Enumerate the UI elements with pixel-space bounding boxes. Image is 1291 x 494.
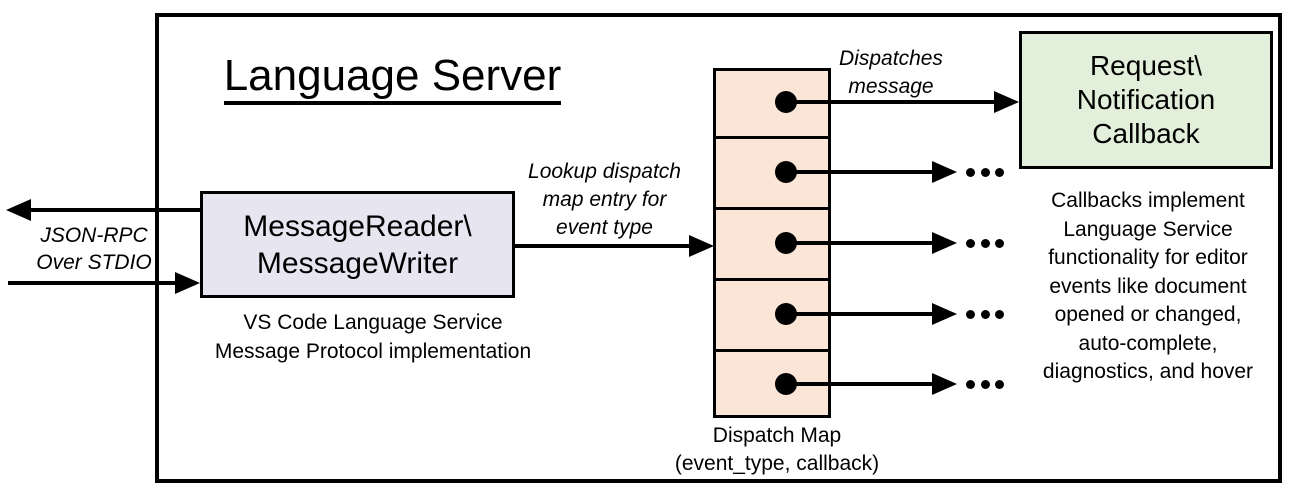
callbacks-note-line: events like document [1049, 274, 1247, 298]
message-reader-writer-box: MessageReader\ MessageWriter [200, 191, 515, 298]
lookup-arrowhead-icon [689, 235, 714, 257]
callbacks-note-line: Callbacks implement [1051, 189, 1245, 212]
stdio-in-arrowhead-icon [175, 272, 200, 294]
ellipsis-icon [966, 380, 1004, 389]
lookup-label: Lookup dispatch map entry for event type [512, 158, 697, 242]
dispatch-arrow-line-3 [786, 241, 935, 245]
dispatches-label-line2: message [848, 75, 934, 98]
ellipsis-icon [966, 168, 1004, 177]
callbacks-note: Callbacks implement Language Service fun… [1022, 187, 1274, 387]
language-server-boundary-box [155, 13, 1282, 483]
callbacks-note-line: auto-complete, [1078, 331, 1218, 355]
lookup-label-line2: map entry for [542, 188, 667, 211]
message-box-line2: MessageWriter [256, 246, 459, 280]
ellipsis-icon [966, 310, 1004, 319]
stdio-out-arrow-line [28, 208, 200, 212]
dispatch-arrowhead-icon-4 [932, 303, 957, 325]
ellipsis-icon [966, 239, 1004, 248]
dispatch-arrow-line-1 [786, 100, 997, 104]
dispatch-arrowhead-icon-1 [994, 91, 1019, 113]
diagram-title: Language Server [205, 53, 580, 105]
lookup-label-line1: Lookup dispatch [528, 160, 681, 183]
dispatches-label: Dispatches message [815, 45, 967, 101]
stdio-in-arrow-line [8, 281, 178, 285]
message-box-caption-line2: Message Protocol implementation [214, 340, 532, 363]
dispatch-map-label-line1: Dispatch Map [712, 424, 842, 447]
callbacks-note-line: diagnostics, and hover [1042, 360, 1254, 383]
message-box-line1: MessageReader\ [243, 209, 472, 243]
dispatch-arrowhead-icon-3 [932, 232, 957, 254]
dispatch-arrowhead-icon-5 [932, 373, 957, 395]
dispatch-arrow-line-5 [786, 382, 935, 386]
dispatch-arrow-line-2 [786, 170, 935, 174]
callback-box-line1: Request\ [1089, 50, 1203, 81]
dispatches-label-line1: Dispatches [839, 47, 943, 70]
callbacks-note-line: Language Service [1063, 217, 1233, 241]
stdio-out-arrowhead-icon [6, 199, 31, 221]
dispatch-map-divider [716, 136, 828, 139]
stdio-label-line2: Over STDIO [36, 251, 152, 274]
callbacks-note-line: opened or changed, [1054, 303, 1242, 326]
request-notification-callback-box: Request\ Notification Callback [1019, 31, 1273, 169]
dispatch-map-label: Dispatch Map (event_type, callback) [650, 422, 904, 478]
stdio-label-line1: JSON-RPC [40, 224, 148, 247]
dispatch-arrow-line-4 [786, 312, 935, 316]
dispatch-map-divider [716, 278, 828, 281]
dispatch-map-divider [716, 349, 828, 352]
callback-box-line2: Notification [1076, 84, 1216, 115]
dispatch-arrowhead-icon-2 [932, 161, 957, 183]
diagram-title-text: Language Server [223, 53, 562, 105]
callbacks-note-line: functionality for editor [1048, 246, 1248, 269]
stdio-label: JSON-RPC Over STDIO [14, 222, 174, 276]
lookup-label-line3: event type [556, 216, 653, 239]
dispatch-map-label-line2: (event_type, callback) [674, 452, 880, 475]
lookup-arrow-line [515, 244, 692, 248]
message-box-caption-line1: VS Code Language Service [243, 311, 503, 334]
callback-box-line3: Callback [1092, 118, 1200, 149]
dispatch-map-divider [716, 207, 828, 210]
message-box-caption: VS Code Language Service Message Protoco… [195, 308, 551, 366]
